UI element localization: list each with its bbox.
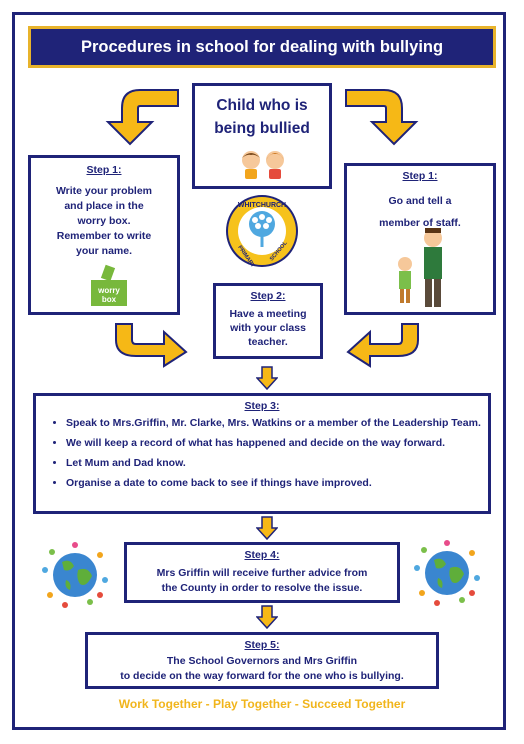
step4-line: the County in order to resolve the issue… bbox=[161, 582, 363, 594]
step5-box: Step 5: The School Governors and Mrs Gri… bbox=[85, 632, 439, 689]
step1-left-line: Write your problem bbox=[55, 185, 153, 197]
globe-icon-left bbox=[42, 542, 108, 608]
step2-box: Step 2: Have a meeting with your class t… bbox=[213, 283, 323, 359]
globe-icon-right bbox=[414, 540, 480, 606]
step1-left-line: Remember to write bbox=[56, 230, 152, 242]
footer-slogan: Work Together - Play Together - Succeed … bbox=[118, 697, 406, 711]
page-title: Procedures in school for dealing with bu… bbox=[28, 26, 496, 68]
step2-heading: Step 2: bbox=[250, 290, 286, 302]
child-box-line2: being bullied bbox=[214, 120, 310, 137]
step3-box: Step 3: Speak to Mrs.Griffin, Mr. Clarke… bbox=[33, 393, 491, 514]
page-frame bbox=[12, 12, 506, 730]
step4-line: Mrs Griffin will receive further advice … bbox=[156, 567, 368, 579]
logo-top-text: WHITCHURCH bbox=[238, 202, 286, 209]
down-arrow-icon-2 bbox=[256, 516, 278, 540]
step3-list: Speak to Mrs.Griffin, Mr. Clarke, Mrs. W… bbox=[36, 416, 488, 490]
step1-right-box: Step 1: Go and tell a member of staff. bbox=[344, 163, 496, 315]
worry-box-icon: worry box bbox=[91, 264, 127, 306]
step1-right-heading: Step 1: bbox=[402, 170, 438, 182]
step1-left-line: worry box. bbox=[77, 215, 131, 227]
down-arrow-icon-3 bbox=[256, 605, 278, 629]
step2-line: teacher. bbox=[248, 336, 288, 348]
step1-left-box: Step 1: Write your problem and place in … bbox=[28, 155, 180, 315]
step1-left-line: and place in the bbox=[64, 200, 144, 212]
page-title-text: Procedures in school for dealing with bu… bbox=[80, 37, 444, 56]
step1-right-line: member of staff. bbox=[379, 217, 461, 229]
step3-heading: Step 3: bbox=[244, 400, 280, 412]
curved-arrow-icon-mid-left bbox=[115, 323, 188, 368]
step5-line: to decide on the way forward for the one… bbox=[120, 670, 404, 682]
children-icon bbox=[242, 151, 284, 179]
step3-bullet: Organise a date to come back to see if t… bbox=[66, 476, 488, 490]
step1-right-line: Go and tell a bbox=[388, 195, 452, 207]
down-arrow-icon-1 bbox=[256, 366, 278, 390]
staff-icon bbox=[398, 228, 442, 307]
step2-line: Have a meeting bbox=[229, 308, 307, 320]
step5-line: The School Governors and Mrs Griffin bbox=[166, 655, 358, 667]
step3-bullet: Let Mum and Dad know. bbox=[66, 456, 488, 470]
step1-left-heading: Step 1: bbox=[86, 164, 122, 176]
child-box-line1: Child who is bbox=[216, 97, 308, 114]
step3-bullet: Speak to Mrs.Griffin, Mr. Clarke, Mrs. W… bbox=[66, 416, 488, 430]
step5-heading: Step 5: bbox=[244, 639, 280, 651]
step4-box: Step 4: Mrs Griffin will receive further… bbox=[124, 542, 400, 603]
school-logo-icon: WHITCHURCH PRIMARY SCHOOL bbox=[226, 195, 298, 269]
worry-box-text-2: box bbox=[102, 295, 117, 304]
step4-heading: Step 4: bbox=[244, 549, 280, 561]
worry-box-text-1: worry bbox=[97, 286, 120, 295]
curved-arrow-icon-top-left bbox=[105, 89, 179, 146]
step2-line: with your class bbox=[230, 322, 306, 334]
curved-arrow-icon-mid-right bbox=[346, 323, 419, 368]
step3-bullet: We will keep a record of what has happen… bbox=[66, 436, 488, 450]
step1-left-line: your name. bbox=[75, 245, 133, 257]
child-box: Child who is being bullied bbox=[192, 83, 332, 189]
curved-arrow-icon-top-right bbox=[345, 89, 419, 146]
